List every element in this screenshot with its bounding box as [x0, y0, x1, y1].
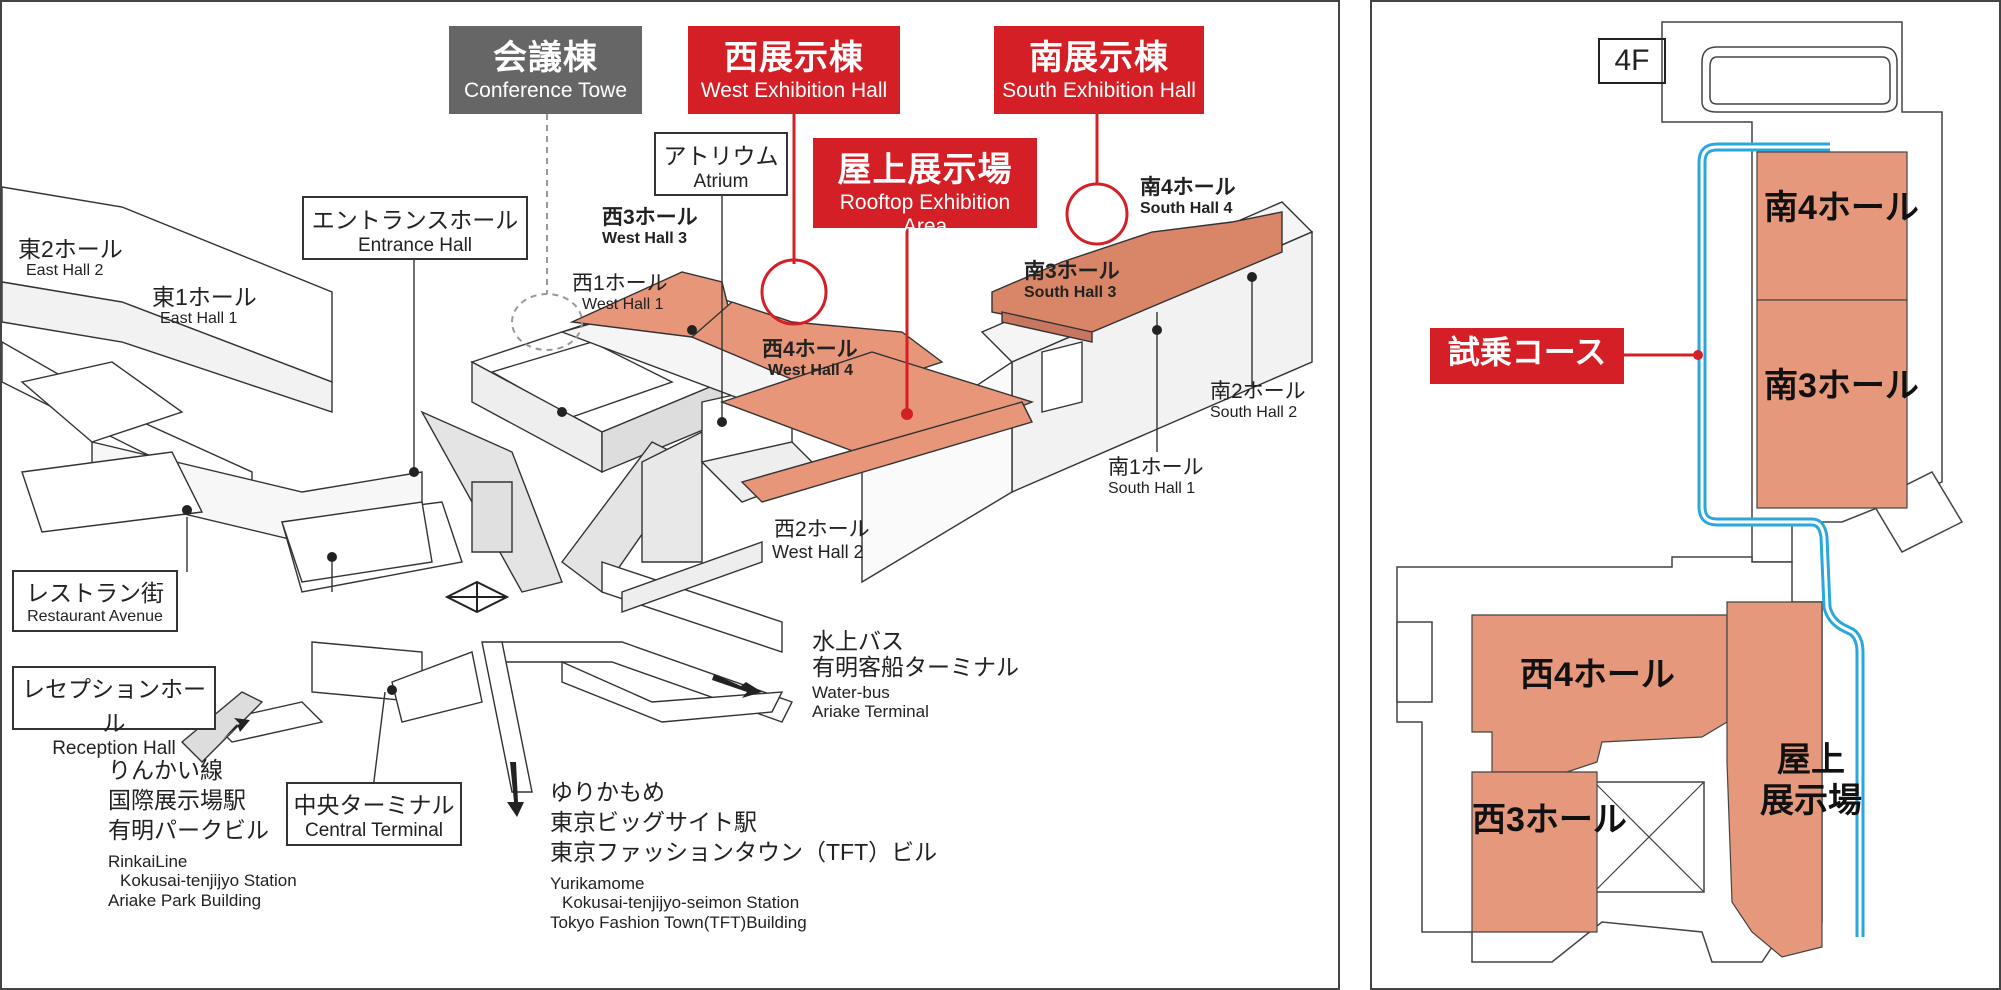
atrium-en: Atrium	[693, 171, 749, 192]
rooftop-exhibition-area-label: 屋上展示場 Rooftop Exhibition Area	[813, 138, 1037, 238]
yurikamome-ja3: 東京ファッションタウン（TFT）ビル	[550, 838, 938, 865]
south-exhibition-hall-label: 南展示棟 South Exhibition Hall	[994, 26, 1204, 114]
east-hall-1-en: East Hall 1	[160, 310, 238, 328]
west-hall-3-en: West Hall 3	[602, 230, 688, 248]
south-hall-4-marker	[1065, 182, 1129, 246]
water-bus-ja2: 有明客船ターミナル	[812, 654, 1019, 681]
entrance-hall-en: Entrance Hall	[357, 235, 473, 256]
east-hall-1-label: 東1ホール East Hall 1	[152, 284, 257, 329]
floor-plan-4f: 4F 試乗コース 南4ホール 南3ホール 西4ホール 西3ホール 屋上 展示場	[1370, 0, 2001, 990]
atrium-ja: アトリウム	[663, 143, 779, 169]
yurikamome-en3: Tokyo Fashion Town(TFT)Building	[550, 912, 807, 932]
conference-tower-en: Conference Towe	[463, 79, 628, 102]
restaurant-avenue-ja: レストラン街	[26, 580, 164, 606]
yurikamome-label: ゆりかもめ 東京ビッグサイト駅 東京ファッションタウン（TFT）ビル Yurik…	[550, 778, 937, 932]
south-hall-2-label: 南2ホール South Hall 2	[1210, 380, 1306, 423]
west-hall-3-ja: 西3ホール	[602, 206, 698, 229]
water-bus-en2: Ariake Terminal	[812, 702, 929, 722]
south-exhibition-hall-ja: 南展示棟	[1029, 39, 1169, 77]
central-terminal-en: Central Terminal	[305, 820, 443, 841]
west-hall-1-label: 西1ホール West Hall 1	[572, 272, 668, 315]
yurikamome-ja2: 東京ビッグサイト駅	[550, 808, 757, 835]
south-hall-3-plan: 南3ホール	[1764, 367, 1919, 405]
south-exhibition-hall-en: South Exhibition Hall	[1002, 79, 1196, 102]
east-hall-2-label: 東2ホール East Hall 2	[18, 236, 123, 281]
west-hall-2-label: 西2ホール West Hall 2	[772, 518, 870, 563]
yurikamome-en2: Kokusai-tenjijyo-seimon Station	[562, 893, 800, 913]
west-hall-2-en: West Hall 2	[772, 542, 864, 563]
rinkai-line-label: りんかい線 国際展示場駅 有明パークビル RinkaiLine Kokusai-…	[108, 756, 297, 910]
rooftop-exhibition-area-ja: 屋上展示場	[837, 151, 1013, 189]
south-hall-3-label: 南3ホール South Hall 3	[1024, 260, 1120, 303]
west-hall-4-marker	[760, 258, 828, 326]
west-hall-4-ja: 西4ホール	[762, 338, 858, 361]
rooftop-area-plan: 屋上 展示場	[1760, 740, 1862, 822]
central-terminal-ja: 中央ターミナル	[293, 792, 455, 818]
rooftop-plan-line1: 屋上	[1777, 741, 1845, 779]
south-hall-3-en: South Hall 3	[1024, 284, 1117, 302]
restaurant-avenue-en: Restaurant Avenue	[27, 608, 163, 625]
west-hall-3-label: 西3ホール West Hall 3	[602, 206, 698, 249]
rinkai-en2: Kokusai-tenjijyo Station	[120, 871, 297, 891]
rinkai-en1: RinkaiLine	[108, 851, 188, 871]
restaurant-avenue-label: レストラン街 Restaurant Avenue	[12, 570, 178, 632]
west-hall-1-en: West Hall 1	[582, 296, 664, 314]
rinkai-ja3: 有明パークビル	[108, 816, 269, 843]
yurikamome-ja1: ゆりかもめ	[550, 779, 665, 805]
floor-indicator: 4F	[1598, 38, 1666, 84]
south-hall-4-plan: 南4ホール	[1764, 189, 1919, 227]
south-hall-4-ja: 南4ホール	[1140, 176, 1236, 199]
reception-hall-en: Reception Hall	[52, 738, 176, 759]
entrance-hall-label: エントランスホール Entrance Hall	[302, 196, 528, 260]
rinkai-en3: Ariake Park Building	[108, 890, 262, 910]
rooftop-exhibition-area-en: Rooftop Exhibition Area	[839, 191, 1011, 238]
reception-hall-ja: レセプションホール	[22, 676, 206, 736]
test-drive-course-label: 試乗コース	[1430, 328, 1624, 384]
south-hall-3-ja: 南3ホール	[1024, 260, 1120, 283]
west-exhibition-hall-en: West Exhibition Hall	[700, 79, 888, 102]
rooftop-plan-line2: 展示場	[1760, 781, 1862, 820]
south-hall-2-ja: 南2ホール	[1210, 380, 1306, 403]
west-hall-4-en: West Hall 4	[768, 362, 854, 380]
water-bus-label: 水上バス 有明客船ターミナル Water-bus Ariake Terminal	[812, 628, 1019, 722]
east-hall-1-ja: 東1ホール	[152, 284, 257, 310]
atrium-label: アトリウム Atrium	[654, 132, 788, 196]
west-hall-3-plan: 西3ホール	[1472, 801, 1627, 839]
east-hall-2-ja: 東2ホール	[18, 236, 123, 262]
central-terminal-label: 中央ターミナル Central Terminal	[286, 782, 462, 846]
venue-isometric-drawing	[2, 92, 1314, 817]
floor-plan-drawing	[1396, 21, 1964, 963]
east-hall-2-en: East Hall 2	[26, 262, 104, 280]
west-hall-1-ja: 西1ホール	[572, 272, 668, 295]
west-hall-4-label: 西4ホール West Hall 4	[762, 338, 858, 381]
water-bus-en1: Water-bus	[812, 682, 890, 702]
rinkai-ja1: りんかい線	[108, 757, 223, 783]
entrance-hall-ja: エントランスホール	[311, 207, 519, 233]
south-hall-2-en: South Hall 2	[1210, 404, 1298, 422]
west-hall-2-ja: 西2ホール	[774, 518, 870, 541]
reception-hall-label: レセプションホール Reception Hall	[12, 666, 216, 759]
south-hall-1-en: South Hall 1	[1108, 480, 1196, 498]
rinkai-ja2: 国際展示場駅	[108, 786, 246, 813]
water-bus-ja1: 水上バス	[812, 628, 904, 654]
arrow-rinkai-icon	[220, 718, 250, 742]
conference-tower-label: 会議棟 Conference Towe	[449, 26, 642, 114]
venue-overview-map: 会議棟 Conference Towe 西展示棟 West Exhibition…	[0, 0, 1340, 990]
west-exhibition-hall-ja: 西展示棟	[724, 39, 864, 77]
south-hall-4-label: 南4ホール South Hall 4	[1140, 176, 1236, 219]
arrow-water-bus-icon	[712, 674, 762, 698]
conference-tower-ja: 会議棟	[493, 39, 598, 77]
arrow-yurikamome-icon	[507, 762, 524, 817]
south-hall-4-en: South Hall 4	[1140, 200, 1233, 218]
west-hall-4-plan: 西4ホール	[1520, 656, 1675, 694]
south-hall-1-label: 南1ホール South Hall 1	[1108, 456, 1204, 499]
west-exhibition-hall-label: 西展示棟 West Exhibition Hall	[688, 26, 900, 114]
south-hall-1-ja: 南1ホール	[1108, 456, 1204, 479]
yurikamome-en1: Yurikamome	[550, 873, 645, 893]
